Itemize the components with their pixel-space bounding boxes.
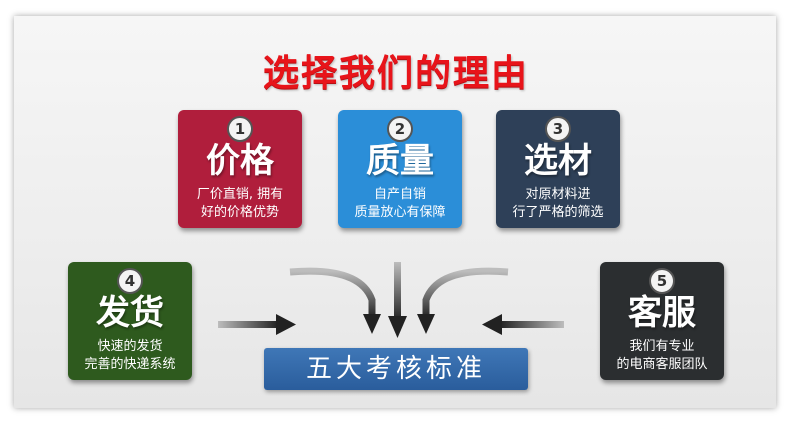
standards-banner: 五大考核标准: [264, 348, 528, 390]
card-desc-line2: 质量放心有保障: [354, 205, 446, 220]
card-title: 价格: [206, 141, 274, 181]
card-desc-line1: 我们有专业: [629, 339, 695, 354]
curved-right-arrow-icon: [417, 267, 509, 334]
card-desc-line1: 自产自销: [373, 187, 426, 202]
card-service: 5 客服 我们有专业 的电商客服团队: [600, 262, 724, 380]
card-desc-line2: 的电商客服团队: [616, 357, 708, 372]
card-desc-line2: 好的价格优势: [200, 205, 279, 220]
card-desc-line1: 快速的发货: [97, 339, 163, 354]
card-description: 自产自销 质量放心有保障: [338, 186, 462, 222]
card-desc-line1: 对原材料进: [525, 187, 591, 202]
card-description: 我们有专业 的电商客服团队: [600, 338, 724, 374]
card-desc-line2: 行了严格的筛选: [512, 205, 604, 220]
card-description: 对原材料进 行了严格的筛选: [496, 186, 620, 222]
center-down-arrow-icon: [388, 262, 407, 338]
card-description: 厂价直销, 拥有 好的价格优势: [178, 186, 302, 222]
card-materials: 3 选材 对原材料进 行了严格的筛选: [496, 110, 620, 228]
page-title: 选择我们的理由: [262, 53, 529, 94]
card-title: 发货: [96, 293, 164, 333]
card-shipping: 4 发货 快速的发货 完善的快递系统: [68, 262, 192, 380]
card-title: 客服: [628, 293, 696, 333]
card-title: 质量: [366, 141, 434, 181]
card-number: 2: [387, 116, 413, 142]
card-description: 快速的发货 完善的快递系统: [68, 338, 192, 374]
curved-left-arrow-icon: [289, 267, 381, 334]
left-arrow-icon: [218, 314, 296, 335]
card-title: 选材: [524, 141, 592, 181]
card-number: 1: [227, 116, 253, 142]
card-number: 3: [545, 116, 571, 142]
right-arrow-icon: [482, 314, 564, 335]
card-quality: 2 质量 自产自销 质量放心有保障: [338, 110, 462, 228]
card-desc-line2: 完善的快递系统: [84, 357, 176, 372]
card-number: 5: [649, 268, 675, 294]
card-number: 4: [117, 268, 143, 294]
card-desc-line1: 厂价直销, 拥有: [196, 187, 284, 202]
card-price: 1 价格 厂价直销, 拥有 好的价格优势: [178, 110, 302, 228]
